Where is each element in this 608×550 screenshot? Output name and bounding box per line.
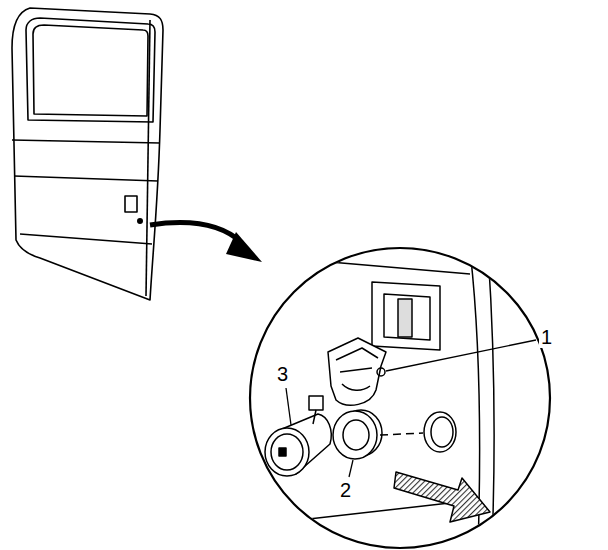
callout-number: 2 [338,479,353,501]
handle-recess [372,282,440,350]
leader-line [386,340,536,371]
bezel-ring-inner [343,420,369,450]
detail-circle [250,248,550,548]
panel-line [330,262,470,274]
lock-cylinder-face [265,428,309,476]
door-window-inner [33,25,148,116]
callout-number: 3 [275,363,290,385]
wire-connector [309,396,323,410]
retainer-clip-fold [342,384,370,390]
key-slot [279,448,286,456]
lock-cylinder-face-inner [271,434,303,470]
lock-location-dot [138,219,142,223]
retainer-clip-tab [377,368,385,376]
lock-hole [424,412,456,452]
door-panel [12,8,163,300]
leader-line [286,388,291,425]
retainer-clip-fold [336,348,378,360]
alignment-line [380,433,423,435]
zoom-arrowhead [226,232,262,262]
callout-number: 1 [539,326,554,348]
lock-hole-inner [431,417,453,447]
retainer-clip-fold [340,368,372,372]
bezel-ring [333,411,377,459]
door-trim-line [14,176,158,181]
retainer-clip [328,338,386,405]
panel-edge [488,252,494,546]
handle-slot [398,299,412,337]
leader-line [349,460,353,477]
door-edge-line [146,20,150,296]
wire-connector-wire [313,410,316,424]
door-trim-line [12,140,160,143]
door-handle [125,196,137,212]
door-trim-line [20,234,152,244]
zoom-arrow [150,223,242,243]
handle-recess-inner [384,294,430,340]
direction-arrow [394,472,490,522]
door-window [26,18,155,122]
